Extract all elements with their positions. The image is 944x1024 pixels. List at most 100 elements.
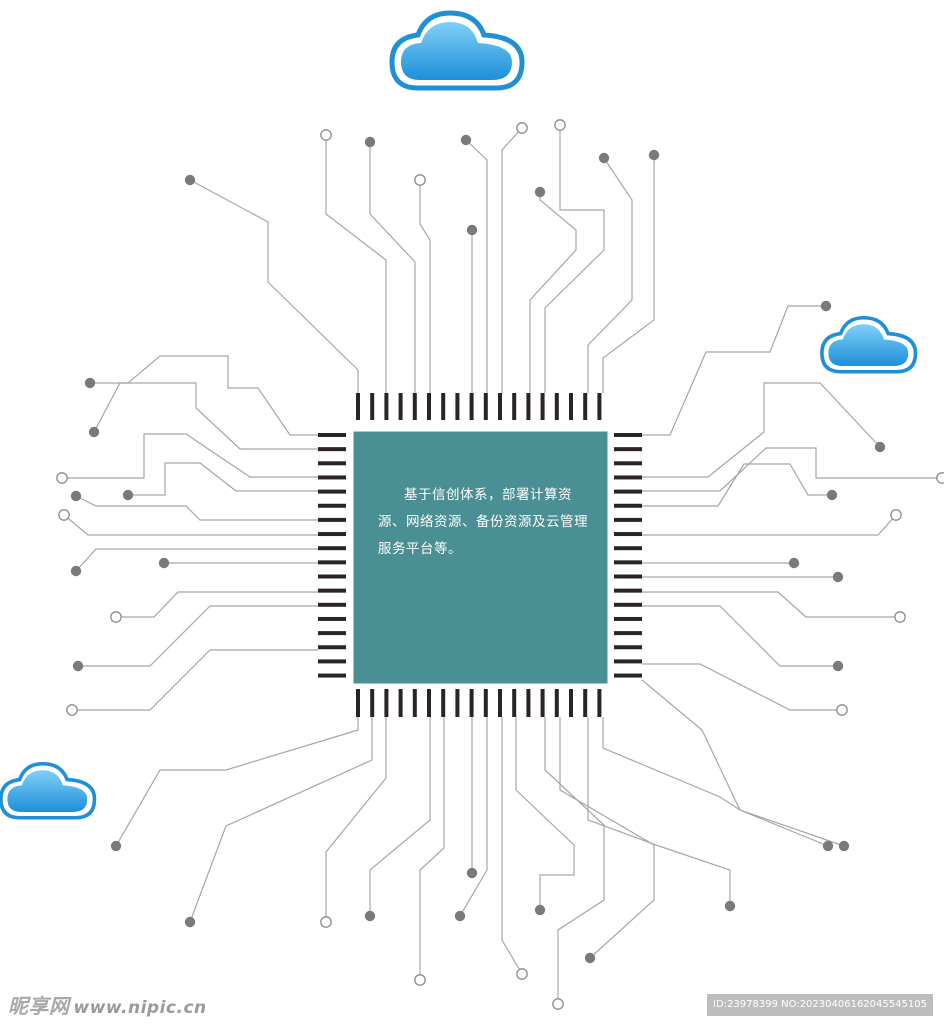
hollow-node xyxy=(890,509,902,521)
chip-description: 基于信创体系，部署计算资源、网络资源、备份资源及云管理服务平台等。 xyxy=(378,487,588,557)
circuit-trace xyxy=(642,663,842,711)
filled-node xyxy=(534,186,546,198)
chip-pin xyxy=(526,393,531,420)
chip-pin xyxy=(370,393,375,420)
circuit-trace xyxy=(116,591,318,618)
chip-pin xyxy=(583,689,588,717)
chip-pin xyxy=(412,393,417,420)
chip-pin xyxy=(614,475,642,480)
chip-pin xyxy=(614,517,642,522)
circuit-trace xyxy=(72,649,318,711)
watermark-site-url: www.nipic.cn xyxy=(73,998,207,1018)
chip-pin xyxy=(427,689,431,717)
circuit-trace xyxy=(325,717,387,922)
circuit-trace xyxy=(642,463,832,507)
hollow-node xyxy=(320,916,332,928)
chip-pin xyxy=(412,689,417,717)
filled-node xyxy=(72,660,84,672)
circuit-trace xyxy=(189,717,373,923)
filled-node xyxy=(832,571,844,583)
hollow-node xyxy=(66,704,78,716)
chip-pin xyxy=(614,574,642,579)
hollow-node xyxy=(936,472,944,484)
circuit-trace xyxy=(75,548,318,572)
filled-node xyxy=(158,557,170,569)
chip-pin xyxy=(318,489,346,494)
filled-node xyxy=(454,910,466,922)
chip-pin xyxy=(469,393,474,420)
circuit-trace xyxy=(78,605,318,667)
chip-pin xyxy=(597,393,602,420)
chip-pin xyxy=(554,689,559,717)
filled-node xyxy=(70,490,82,502)
circuit-trace xyxy=(189,179,359,393)
chip-pin xyxy=(318,503,346,508)
chip-pin xyxy=(614,631,642,636)
chip-pin xyxy=(384,689,389,717)
circuit-trace xyxy=(115,717,359,847)
filled-node xyxy=(110,840,122,852)
chip-pin xyxy=(614,447,642,452)
circuit-traces xyxy=(62,125,942,1004)
filled-node xyxy=(820,300,832,312)
filled-node xyxy=(122,489,134,501)
filled-node xyxy=(724,900,736,912)
filled-node xyxy=(364,136,376,148)
circuit-trace xyxy=(63,514,318,536)
filled-node xyxy=(460,134,472,146)
chip-pin xyxy=(318,433,346,437)
circuit-trace xyxy=(93,382,318,450)
hollow-node xyxy=(58,509,70,521)
filled-node xyxy=(822,840,834,852)
circuit-nodes xyxy=(56,119,944,1010)
chip-pin xyxy=(318,546,346,551)
circuit-trace xyxy=(501,127,523,393)
circuit-trace xyxy=(501,717,523,975)
hollow-node xyxy=(516,968,528,980)
chip-pin xyxy=(318,673,346,678)
cloud-icon xyxy=(820,315,918,374)
circuit-trace xyxy=(587,717,731,906)
chip-pin xyxy=(318,560,346,565)
circuit-trace xyxy=(641,679,829,847)
hollow-node xyxy=(836,704,848,716)
hollow-node xyxy=(414,174,426,186)
circuit-trace xyxy=(544,125,605,393)
chip-pin xyxy=(569,689,573,717)
filled-node xyxy=(788,557,800,569)
chip-pin xyxy=(455,689,460,717)
chip-pin xyxy=(441,689,446,717)
filled-node xyxy=(466,867,478,879)
chip-pin xyxy=(318,645,346,650)
chip-pin xyxy=(318,461,346,466)
chip-pin xyxy=(318,602,346,607)
hollow-node xyxy=(320,129,332,141)
chip-pin xyxy=(398,689,403,717)
filled-node xyxy=(874,441,886,453)
chip-pin xyxy=(614,461,642,466)
chip-pin xyxy=(614,532,642,537)
chip-pins xyxy=(318,393,642,717)
chip-pin xyxy=(540,689,545,717)
chip-pin xyxy=(614,588,642,593)
chip-pin xyxy=(398,393,403,420)
chip-pin xyxy=(614,616,642,621)
chip-pin xyxy=(614,489,642,494)
filled-node xyxy=(826,489,838,501)
chip-pin xyxy=(540,393,545,420)
circuit-trace xyxy=(587,157,633,393)
chip-pin xyxy=(512,689,517,717)
chip-pin xyxy=(318,631,346,636)
circuit-trace xyxy=(642,382,881,478)
hollow-node xyxy=(894,611,906,623)
chip-pin xyxy=(498,393,502,420)
chip-pin xyxy=(597,689,602,717)
circuit-trace xyxy=(325,135,387,393)
chip-pin xyxy=(318,588,346,593)
circuit-trace xyxy=(544,717,605,1004)
filled-node xyxy=(364,910,376,922)
chip-pin xyxy=(569,393,573,420)
chip-pin xyxy=(614,546,642,551)
chip-pin xyxy=(526,689,531,717)
